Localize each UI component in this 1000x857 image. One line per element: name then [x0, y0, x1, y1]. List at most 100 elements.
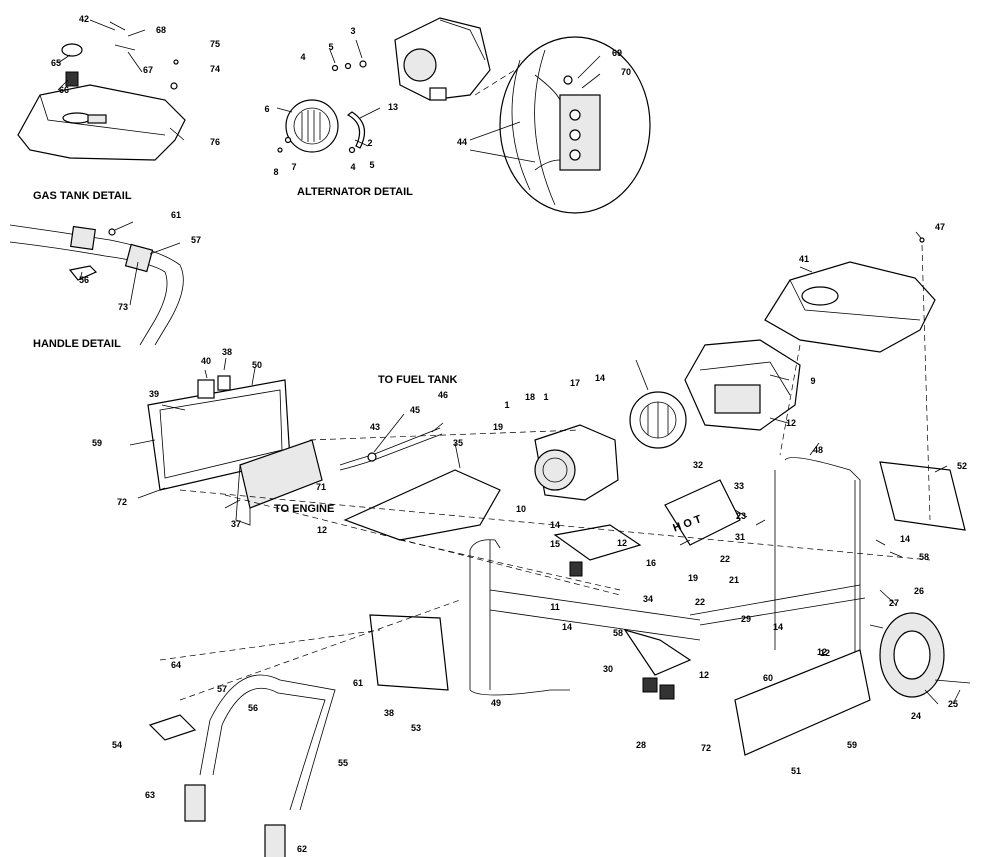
handle-detail: [9, 224, 184, 346]
callout-number: 45: [410, 405, 420, 415]
wheel: [879, 612, 971, 698]
callout-number: 35: [453, 438, 463, 448]
frame: [469, 457, 866, 696]
callout-number: 72: [117, 497, 127, 507]
callout-number: 4: [300, 52, 305, 62]
callout-number: 4: [350, 162, 355, 172]
callout-number: 1: [543, 392, 548, 402]
leader-lines: [57, 19, 961, 705]
callout-number: 56: [248, 703, 258, 713]
callout-number: 15: [550, 539, 560, 549]
callout-number: 14: [595, 373, 605, 383]
callout-number: 55: [338, 758, 348, 768]
handle-detail-caption: HANDLE DETAIL: [33, 338, 121, 350]
alternator: [534, 424, 619, 501]
callout-number: 14: [550, 520, 560, 530]
control-panel-box: [147, 375, 323, 526]
callout-number: 44: [457, 137, 467, 147]
alternator-detail: [277, 17, 491, 154]
callout-number: 12: [699, 670, 709, 680]
callout-number: 14: [900, 534, 910, 544]
callout-number: 6: [264, 104, 269, 114]
callout-number: 56: [79, 275, 89, 285]
callout-number: 63: [145, 790, 155, 800]
callout-number: 75: [210, 39, 220, 49]
callout-number: 7: [291, 162, 296, 172]
callout-number: 42: [79, 14, 89, 24]
callout-number: 12: [786, 418, 796, 428]
callout-number: 1: [504, 400, 509, 410]
callout-number: 39: [149, 389, 159, 399]
heat-shield: [343, 469, 501, 541]
callout-number: 50: [252, 360, 262, 370]
wiring-zoom-circle: [499, 36, 651, 214]
gas-tank-detail: [17, 21, 186, 161]
callout-number: 58: [613, 628, 623, 638]
callout-number: 27: [889, 598, 899, 608]
callout-number: 24: [911, 711, 921, 721]
callout-number: 70: [621, 67, 631, 77]
callout-number: 59: [847, 740, 857, 750]
callout-number: 33: [734, 481, 744, 491]
callout-number: 46: [438, 390, 448, 400]
callout-number: 16: [646, 558, 656, 568]
callout-number: 65: [51, 58, 61, 68]
callout-number: 73: [118, 302, 128, 312]
callout-number: 59: [92, 438, 102, 448]
to-engine-caption: TO ENGINE: [274, 503, 334, 515]
engine-mounts: [623, 628, 692, 700]
callout-number: 29: [741, 614, 751, 624]
callout-number: 26: [914, 586, 924, 596]
folding-handle: [184, 674, 336, 857]
callout-number: 54: [112, 740, 122, 750]
callout-number: 71: [316, 482, 326, 492]
end-panel-right: [879, 461, 966, 531]
callout-number: 57: [217, 684, 227, 694]
callout-number: 61: [171, 210, 181, 220]
callout-number: 19: [688, 573, 698, 583]
callout-number: 3: [350, 26, 355, 36]
callout-number: 43: [370, 422, 380, 432]
fuel-strainer: [65, 71, 79, 87]
callout-number: 32: [693, 460, 703, 470]
engine: [629, 339, 801, 449]
callout-number: 62: [297, 844, 307, 854]
callout-number: 2: [367, 138, 372, 148]
gas-tank-detail-caption: GAS TANK DETAIL: [33, 190, 132, 202]
callout-number: 9: [810, 376, 815, 386]
callout-number: 74: [210, 64, 220, 74]
callout-number: 60: [763, 673, 773, 683]
callout-number: 30: [603, 664, 613, 674]
assembly-lines: [159, 69, 931, 701]
handle-bracket: [148, 714, 197, 741]
callout-number: 53: [411, 723, 421, 733]
fuel-line: [339, 427, 443, 471]
engine-mount-bracket: [553, 524, 642, 577]
callout-number: 12: [317, 525, 327, 535]
callout-number: 8: [273, 167, 278, 177]
end-panel-bottom: [734, 649, 871, 756]
callout-number: 48: [813, 445, 823, 455]
callout-number: 12: [817, 647, 827, 657]
callout-number: 18: [525, 392, 535, 402]
callout-number: 64: [171, 660, 181, 670]
callout-number: 34: [643, 594, 653, 604]
callout-number: 69: [612, 48, 622, 58]
fuel-tank: [764, 237, 936, 353]
callout-number: 41: [799, 254, 809, 264]
callout-number: 61: [353, 678, 363, 688]
callout-number: 57: [191, 235, 201, 245]
callout-number: 5: [328, 42, 333, 52]
callout-number: 58: [919, 552, 929, 562]
callout-number: 14: [773, 622, 783, 632]
callout-number: 68: [156, 25, 166, 35]
muffler-heat-shield: H O T: [664, 479, 741, 546]
callout-number: 25: [948, 699, 958, 709]
alternator-detail-caption: ALTERNATOR DETAIL: [297, 186, 413, 198]
callout-number: 51: [791, 766, 801, 776]
callout-number: 31: [735, 532, 745, 542]
callout-number: 76: [210, 137, 220, 147]
callout-number: 10: [516, 504, 526, 514]
callout-number: 38: [384, 708, 394, 718]
